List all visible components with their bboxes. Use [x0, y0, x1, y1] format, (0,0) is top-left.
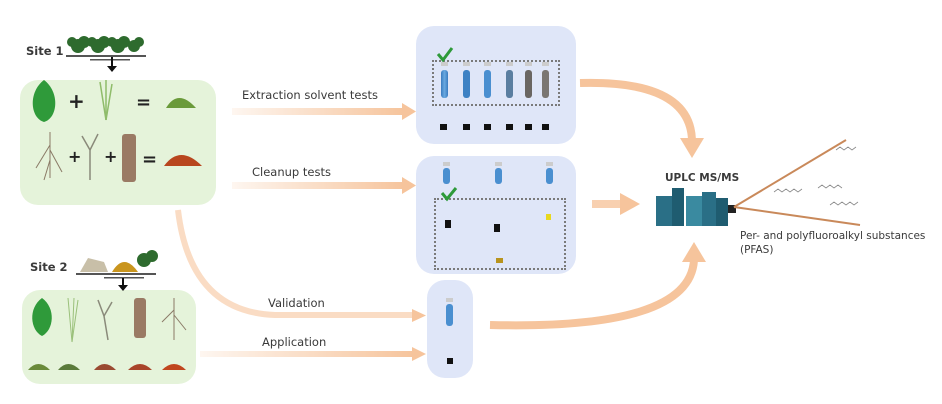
cleanup-tubes	[443, 162, 553, 184]
tube	[506, 62, 513, 98]
leaf-icon	[32, 80, 56, 122]
brown-powder-icon	[164, 155, 202, 166]
extraction-spe-cartridges	[440, 124, 549, 130]
cleanup-selection-box	[434, 198, 566, 270]
grass-icon	[99, 80, 113, 121]
tube	[542, 62, 549, 98]
arrow-validation	[175, 209, 426, 322]
svg-text:=: =	[136, 92, 151, 113]
site2-grass-icon	[67, 297, 79, 343]
extraction-selection-box	[432, 60, 560, 106]
validation-flow-label: Validation	[268, 296, 325, 310]
site2-landfill-icon	[76, 250, 158, 291]
arrow-cleanup	[232, 177, 416, 194]
uplc-label: UPLC MS/MS	[665, 172, 740, 184]
site2-bark-icon	[134, 298, 146, 338]
cleanup-check-icon	[440, 187, 458, 202]
arrow-cleanup-to-uplc	[592, 193, 640, 215]
green-powder-icon	[166, 98, 196, 108]
validation-tube	[446, 298, 453, 326]
svg-text:=: =	[142, 149, 157, 170]
svg-text:+: +	[104, 147, 117, 166]
pfas-label-line2: (PFAS)	[740, 244, 774, 256]
svg-text:+: +	[68, 89, 85, 113]
pfas-label-line1: Per- and polyfluoroalkyl substances	[740, 230, 926, 242]
pfas-molecule-icons	[773, 146, 859, 206]
tube	[525, 62, 532, 98]
site1-trees-icon	[66, 36, 146, 72]
site2-roots-icon	[161, 298, 187, 340]
cleanup-spe-cartridges	[445, 214, 551, 263]
twig-icon	[81, 133, 99, 180]
tube	[484, 62, 491, 98]
site2-powders	[28, 364, 186, 370]
cleanup-flow-label: Cleanup tests	[252, 165, 331, 179]
extraction-check-icon	[436, 47, 454, 63]
arrow-application	[200, 347, 426, 361]
tube	[463, 62, 470, 98]
application-flow-label: Application	[262, 335, 327, 349]
application-spe-cartridge	[447, 358, 453, 364]
site2-leaf-icon	[32, 298, 52, 336]
arrow-extraction-to-uplc	[579, 78, 704, 158]
bark-icon	[122, 134, 136, 182]
arrow-validation-to-uplc	[489, 242, 706, 330]
arrow-extraction	[232, 103, 416, 120]
site2-label: Site 2	[30, 260, 68, 274]
tube	[441, 62, 448, 98]
svg-text:+: +	[68, 147, 81, 166]
roots-icon	[35, 132, 63, 181]
site2-twig-icon	[97, 299, 113, 341]
extraction-tubes	[441, 62, 549, 98]
uplc-instrument-icon	[656, 188, 736, 226]
site1-label: Site 1	[26, 44, 64, 58]
pfas-beam-lines	[733, 139, 861, 226]
extraction-flow-label: Extraction solvent tests	[242, 88, 378, 102]
